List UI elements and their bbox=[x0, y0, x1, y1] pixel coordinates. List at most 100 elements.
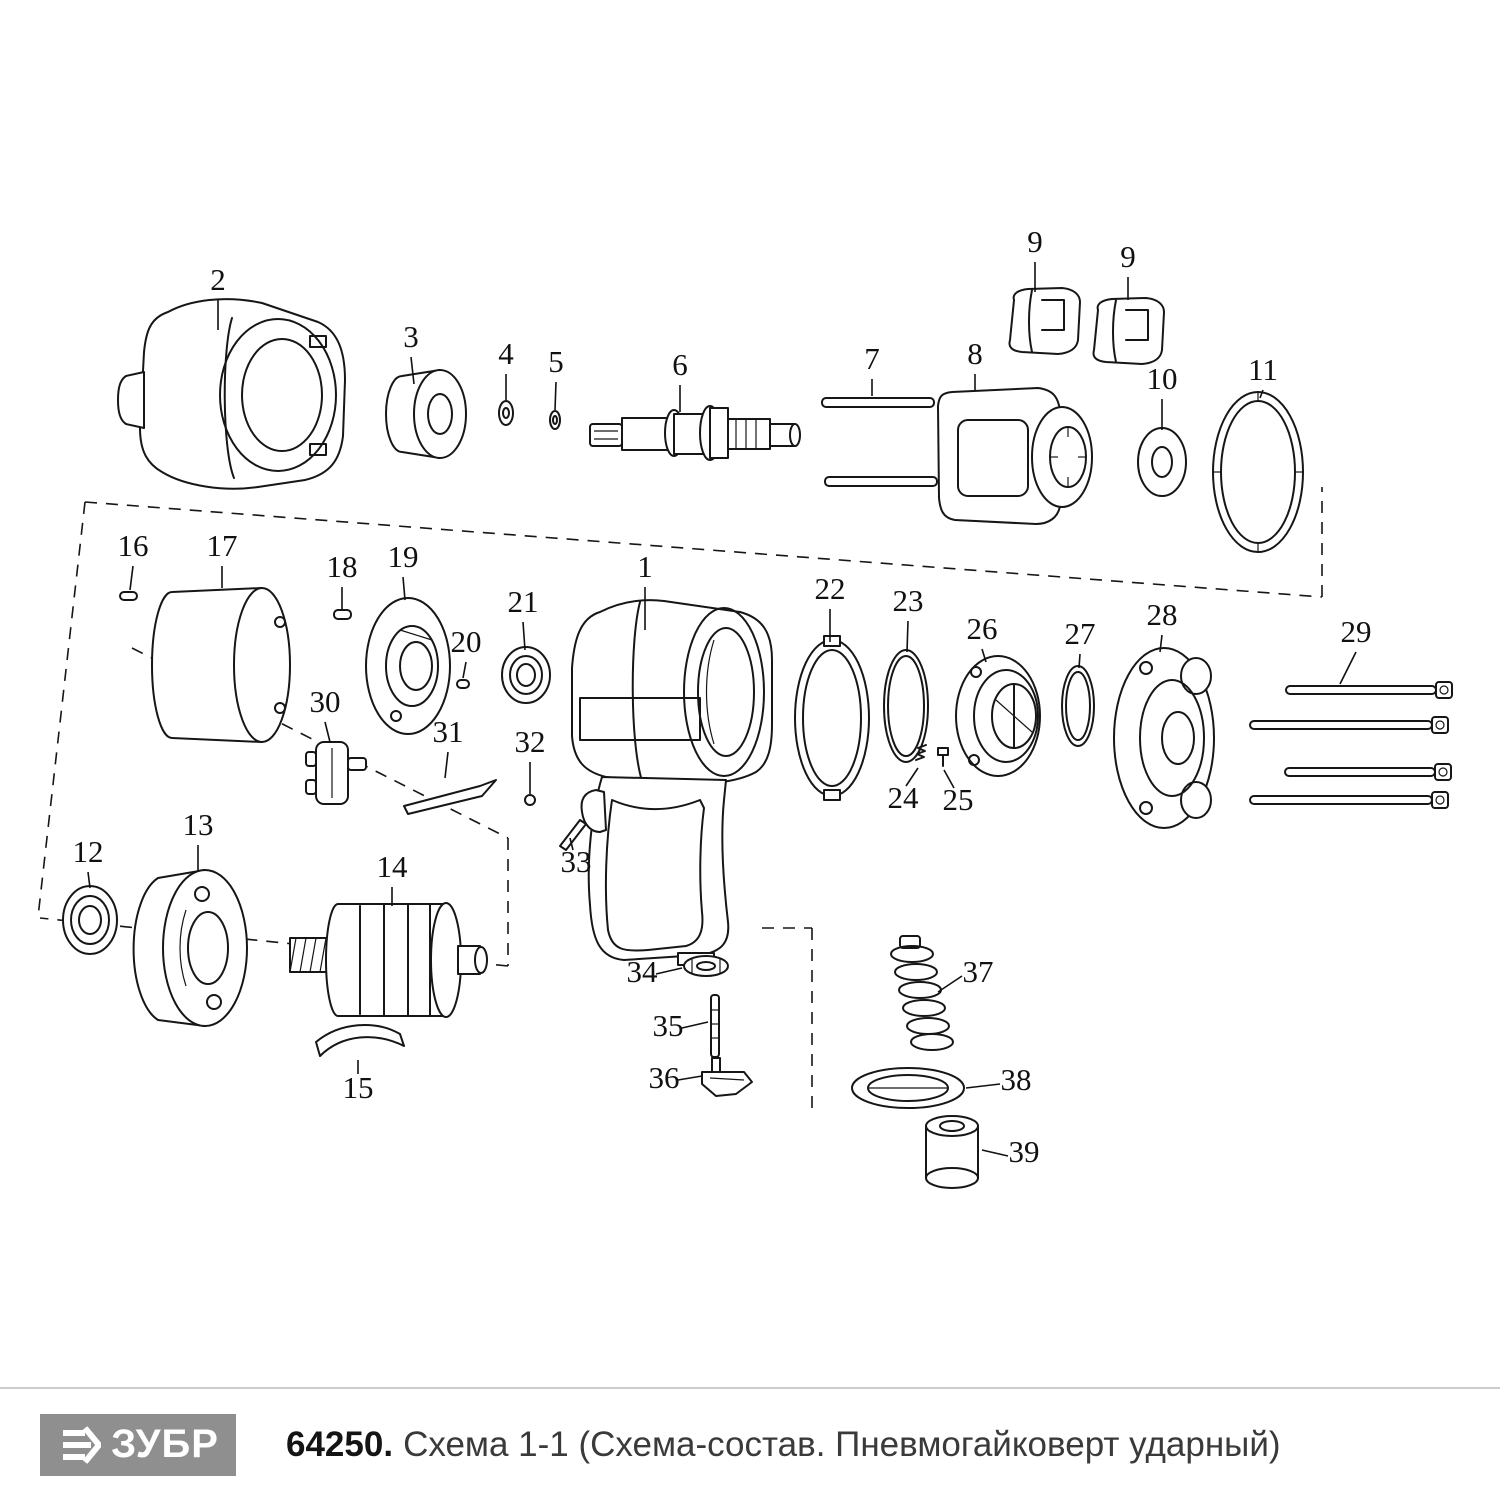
part-label-18: 18 bbox=[327, 549, 358, 584]
part-label-5: 5 bbox=[548, 344, 564, 379]
leader-line-12 bbox=[87, 871, 91, 889]
part-7-pins bbox=[821, 397, 938, 487]
part-label-16: 16 bbox=[118, 528, 149, 563]
part-label-33: 33 bbox=[561, 844, 592, 879]
part-label-6: 6 bbox=[672, 347, 688, 382]
part-17-cylinder bbox=[151, 587, 291, 743]
part-label-1: 1 bbox=[637, 549, 653, 584]
part-label-28: 28 bbox=[1147, 597, 1178, 632]
part-label-11: 11 bbox=[1248, 352, 1278, 387]
part-label-4: 4 bbox=[498, 336, 514, 371]
part-label-2: 2 bbox=[210, 262, 226, 297]
part-label-14: 14 bbox=[377, 849, 409, 884]
part-label-17: 17 bbox=[207, 528, 238, 563]
leader-line-38 bbox=[965, 1083, 1001, 1089]
part-label-22: 22 bbox=[815, 571, 846, 606]
part-22-plate-ring bbox=[794, 635, 870, 801]
part-label-3: 3 bbox=[403, 319, 419, 354]
leader-line-26 bbox=[981, 648, 987, 663]
part-6-anvil bbox=[589, 405, 801, 461]
leader-line-36 bbox=[677, 1075, 703, 1081]
part-label-31: 31 bbox=[433, 714, 464, 749]
leader-line-21 bbox=[522, 621, 526, 651]
part-8-hammer-frame bbox=[937, 387, 1093, 525]
part-26-valve-assembly bbox=[955, 655, 1041, 777]
part-24-spring bbox=[915, 744, 927, 761]
part-36-trigger-valve bbox=[701, 1057, 753, 1097]
part-3-bushing bbox=[385, 369, 467, 459]
leader-line-28 bbox=[1159, 634, 1163, 653]
part-10-washer bbox=[1137, 427, 1187, 497]
leader-line-11 bbox=[1259, 389, 1264, 399]
part-label-36: 36 bbox=[649, 1060, 680, 1095]
part-label-21: 21 bbox=[508, 584, 539, 619]
caption-text: Схема 1-1 (Схема-состав. Пневмогайковерт… bbox=[403, 1424, 1281, 1464]
part-label-39: 39 bbox=[1009, 1134, 1040, 1169]
part-29-bolts bbox=[1249, 681, 1453, 809]
part-label-12: 12 bbox=[73, 834, 104, 869]
brand-name: ЗУБР bbox=[111, 1422, 219, 1466]
part-label-9a: 9 bbox=[1027, 224, 1043, 259]
part-18-pin bbox=[333, 609, 352, 620]
part-31-rod bbox=[403, 779, 497, 815]
part-label-7: 7 bbox=[864, 341, 880, 376]
leader-line-29 bbox=[1339, 651, 1357, 685]
part-label-9b: 9 bbox=[1120, 239, 1136, 274]
part-35-valve-stem bbox=[710, 994, 720, 1058]
part-16-pin bbox=[119, 591, 138, 601]
part-label-27: 27 bbox=[1065, 616, 1096, 651]
part-label-23: 23 bbox=[893, 583, 924, 618]
part-label-20: 20 bbox=[451, 624, 482, 659]
part-label-25: 25 bbox=[943, 782, 974, 817]
brand-logo: ЗУБР bbox=[40, 1413, 236, 1476]
part-2-hammer-case bbox=[117, 298, 346, 490]
part-23-o-ring bbox=[883, 649, 929, 763]
leader-line-33 bbox=[569, 837, 574, 851]
part-9-hammer-1 bbox=[1008, 287, 1081, 355]
part-15-vane bbox=[315, 1024, 405, 1057]
leader-line-27 bbox=[1078, 653, 1081, 669]
part-38-gasket-plate bbox=[851, 1067, 965, 1109]
part-label-29: 29 bbox=[1341, 614, 1372, 649]
part-28-rear-cover bbox=[1113, 647, 1215, 829]
part-11-retaining-ring bbox=[1212, 391, 1304, 553]
leader-line-34 bbox=[655, 967, 683, 975]
part-14-rotor bbox=[289, 902, 488, 1018]
part-27-o-ring bbox=[1061, 665, 1095, 747]
exploded-diagram: 2345678991011116171819202122232627282930… bbox=[37, 224, 1453, 1189]
leader-line-24 bbox=[905, 767, 919, 787]
leader-line-35 bbox=[681, 1021, 709, 1029]
part-19-end-plate bbox=[365, 597, 451, 735]
part-4-washer bbox=[498, 400, 514, 426]
leader-line-39 bbox=[981, 1149, 1009, 1157]
leader-line-37 bbox=[937, 975, 963, 993]
leader-line-25 bbox=[943, 769, 955, 789]
leader-line-5 bbox=[554, 381, 557, 411]
part-label-19: 19 bbox=[388, 539, 419, 574]
leader-line-31 bbox=[444, 751, 449, 779]
part-39-inlet-bushing bbox=[925, 1115, 979, 1189]
part-33-pin bbox=[559, 819, 587, 851]
part-13-end-plate bbox=[132, 869, 248, 1027]
part-label-32: 32 bbox=[515, 724, 546, 759]
part-label-38: 38 bbox=[1001, 1062, 1032, 1097]
part-5-ring bbox=[549, 410, 561, 430]
model-code: 64250. bbox=[286, 1424, 394, 1464]
part-label-8: 8 bbox=[967, 336, 983, 371]
part-label-30: 30 bbox=[310, 684, 341, 719]
part-label-35: 35 bbox=[653, 1008, 684, 1043]
leader-line-16 bbox=[129, 565, 134, 591]
leader-line-20 bbox=[462, 661, 467, 679]
part-30-reverse-knob bbox=[305, 741, 367, 805]
part-1-housing bbox=[571, 599, 773, 966]
part-label-10: 10 bbox=[1147, 361, 1178, 396]
part-12-bearing bbox=[62, 885, 118, 955]
part-label-15: 15 bbox=[343, 1070, 374, 1105]
part-20-pin bbox=[456, 679, 470, 689]
part-label-24: 24 bbox=[888, 780, 920, 815]
part-21-bearing bbox=[501, 646, 551, 704]
part-9-hammer-2 bbox=[1092, 297, 1165, 365]
leader-line-23 bbox=[906, 620, 909, 653]
